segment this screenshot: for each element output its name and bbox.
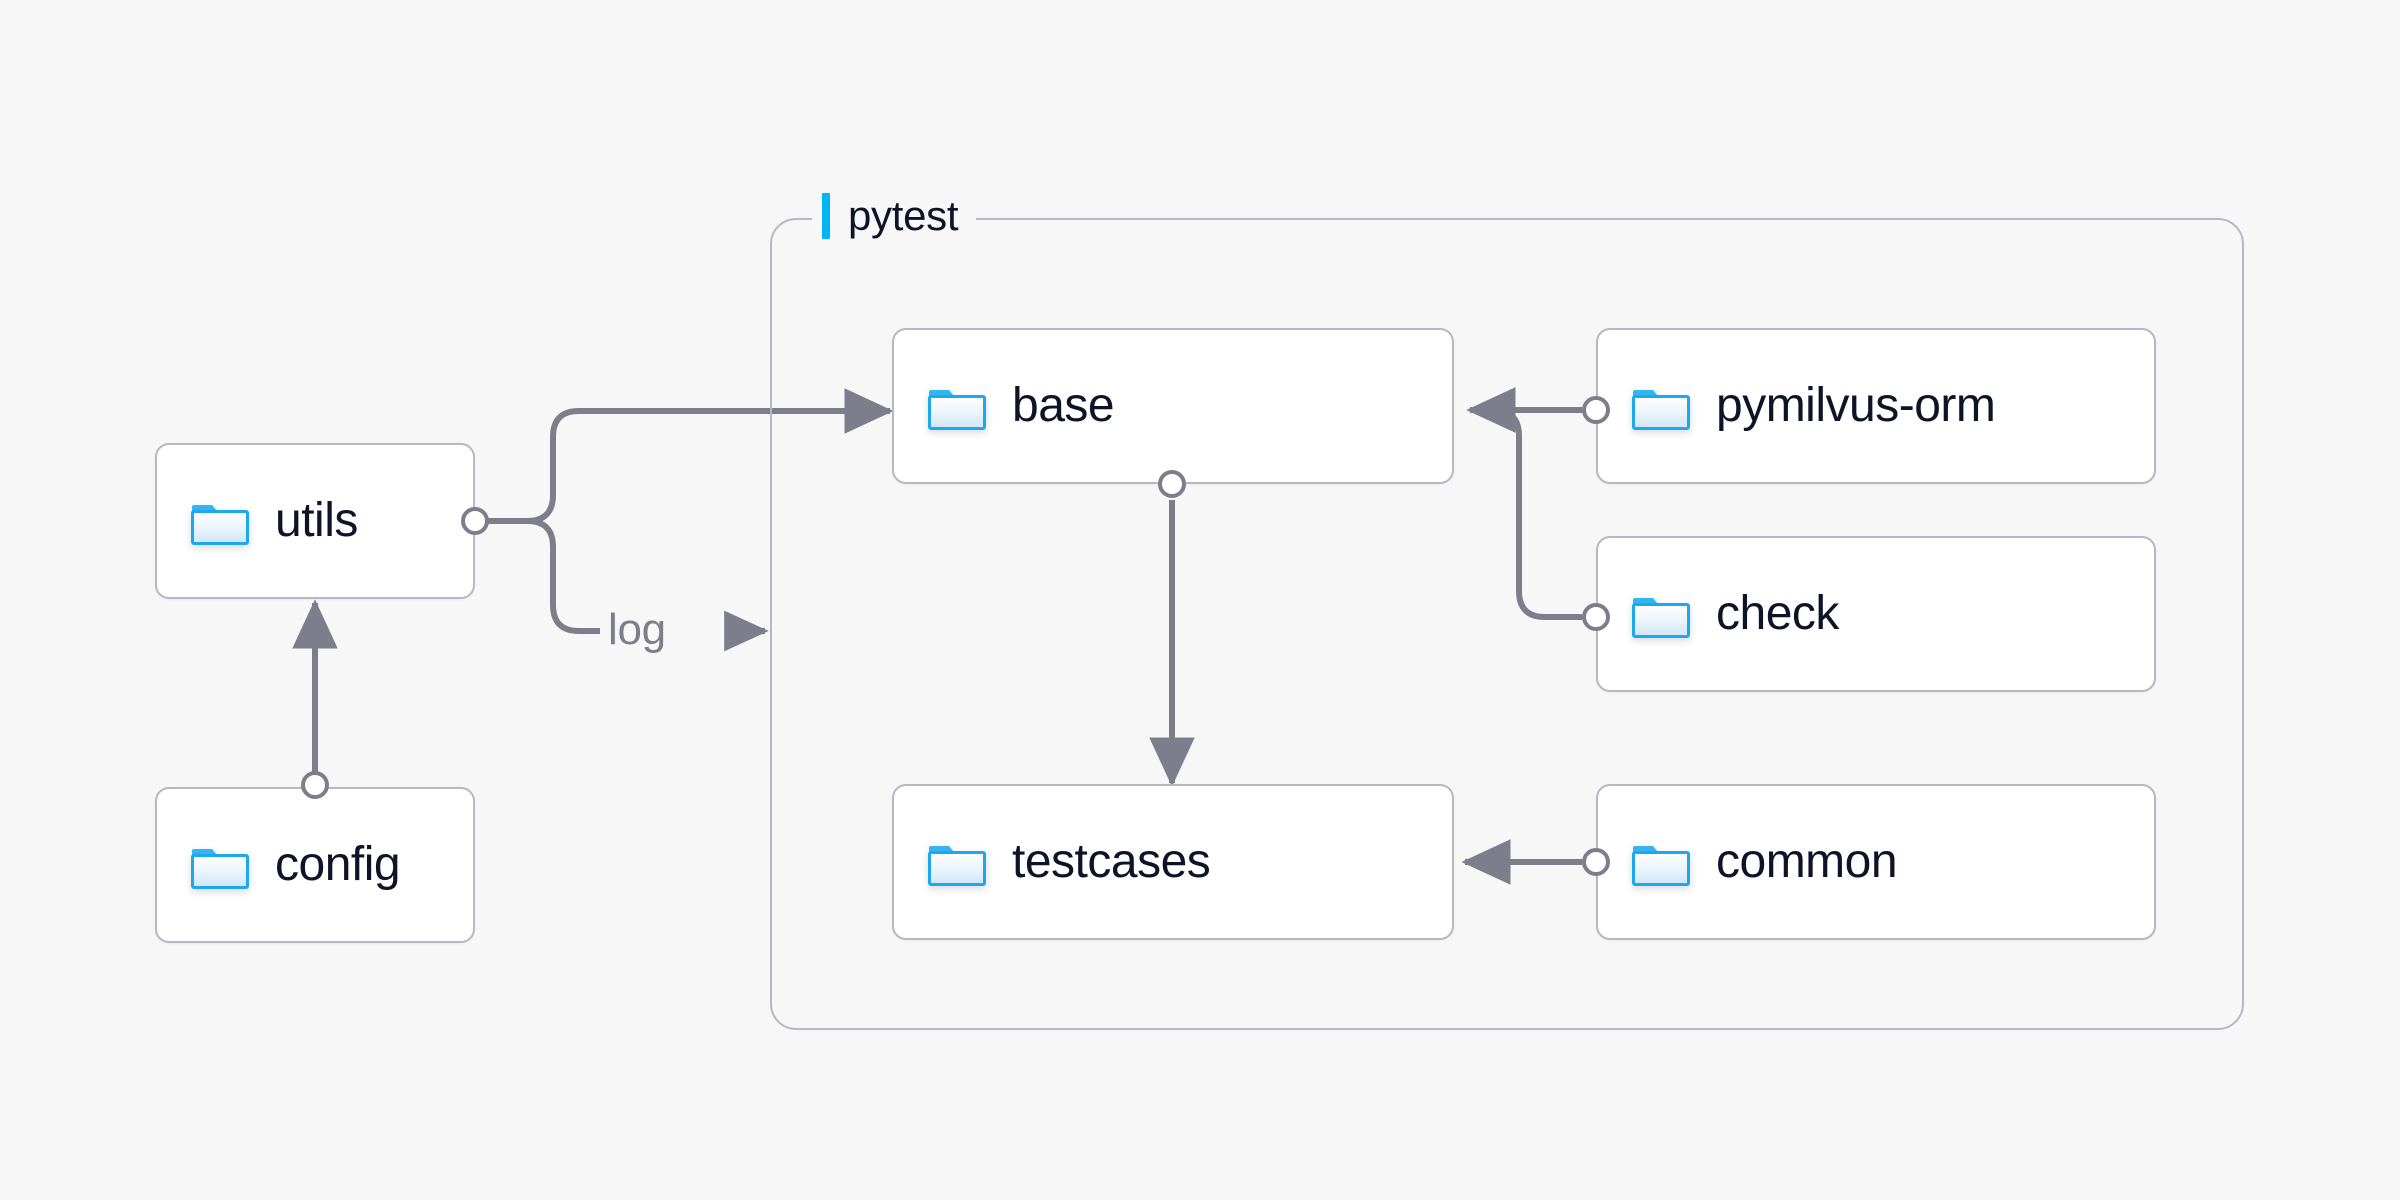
port-config-top[interactable] <box>301 771 329 799</box>
port-utils-right[interactable] <box>461 507 489 535</box>
node-check-label: check <box>1716 587 1839 640</box>
node-utils[interactable]: utils <box>155 443 475 599</box>
node-testcases[interactable]: testcases <box>892 784 1454 940</box>
port-common-left[interactable] <box>1582 848 1610 876</box>
node-base-label: base <box>1012 379 1115 432</box>
node-common-content: common <box>1598 835 1898 888</box>
folder-icon <box>1632 390 1690 430</box>
pytest-group-label: pytest <box>812 190 977 242</box>
node-base-content: base <box>894 379 1115 432</box>
node-check[interactable]: check <box>1596 536 2156 692</box>
node-base[interactable]: base <box>892 328 1454 484</box>
node-common-label: common <box>1716 835 1898 888</box>
folder-icon <box>928 846 986 886</box>
edge-label-log: log <box>600 608 674 652</box>
folder-icon <box>191 505 249 545</box>
pytest-group-container[interactable] <box>770 218 2244 1030</box>
node-pymilvus-orm-content: pymilvus-orm <box>1598 379 1996 432</box>
node-common[interactable]: common <box>1596 784 2156 940</box>
group-accent-bar <box>822 193 830 239</box>
folder-icon <box>1632 846 1690 886</box>
folder-icon <box>191 849 249 889</box>
node-pymilvus-orm[interactable]: pymilvus-orm <box>1596 328 2156 484</box>
node-config[interactable]: config <box>155 787 475 943</box>
node-testcases-content: testcases <box>894 835 1211 888</box>
group-label-text: pytest <box>848 192 959 239</box>
node-utils-content: utils <box>157 496 358 546</box>
node-pymilvus-orm-label: pymilvus-orm <box>1716 379 1996 432</box>
node-testcases-label: testcases <box>1012 835 1211 888</box>
node-config-content: config <box>157 838 401 891</box>
node-check-content: check <box>1598 589 1839 639</box>
node-utils-label: utils <box>275 494 358 547</box>
node-config-label: config <box>275 838 401 891</box>
port-pymilvus-orm-left[interactable] <box>1582 396 1610 424</box>
port-base-bottom[interactable] <box>1158 470 1186 498</box>
folder-icon <box>1632 598 1690 638</box>
folder-icon <box>928 390 986 430</box>
port-check-left[interactable] <box>1582 603 1610 631</box>
